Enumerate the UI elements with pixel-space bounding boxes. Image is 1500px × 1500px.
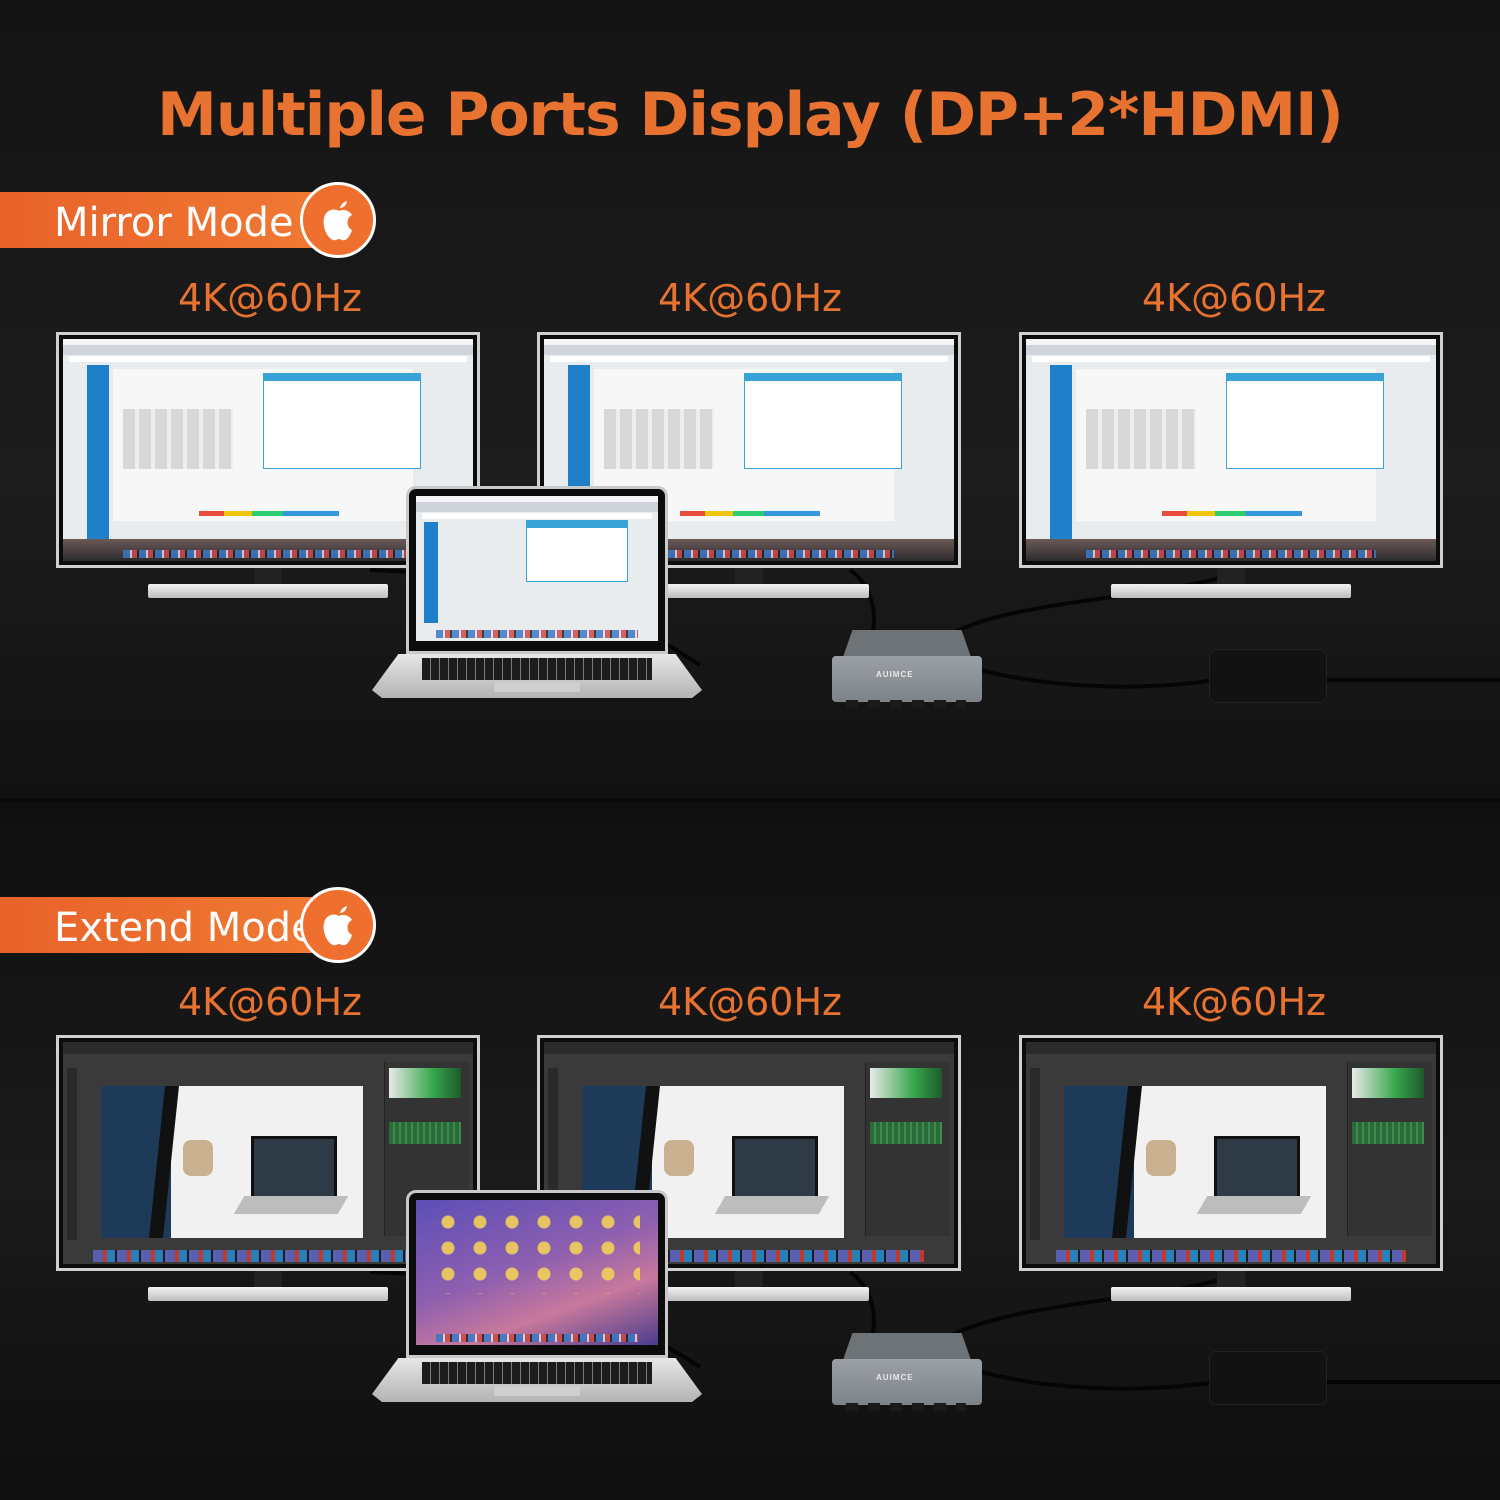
hub-ports (846, 1403, 966, 1411)
app-icons (440, 1214, 640, 1294)
power-adapter (1210, 1352, 1326, 1404)
dock (1056, 1250, 1406, 1262)
mode-label: Extend Mode (54, 905, 316, 951)
monitor-right (1019, 1035, 1443, 1305)
resolution-label-center: 4K@60Hz (658, 276, 842, 320)
macbook-laptop (372, 486, 702, 702)
macbook-laptop (372, 1190, 702, 1406)
hub-brand-label: AUIMCE (876, 670, 914, 679)
dock (1086, 550, 1376, 558)
docking-station: AUIMCE (832, 630, 982, 708)
hub-brand-label: AUIMCE (876, 1373, 914, 1382)
web-app-screen (63, 339, 473, 561)
page-title: Multiple Ports Display (DP+2*HDMI) (157, 80, 1344, 150)
resolution-label-left: 4K@60Hz (178, 276, 362, 320)
keyboard (422, 1362, 652, 1384)
power-adapter (1210, 650, 1326, 702)
docking-station: AUIMCE (832, 1333, 982, 1411)
dock (93, 1250, 443, 1262)
launchpad-screen (416, 1200, 658, 1345)
photoshop-screen (1026, 1042, 1436, 1264)
mode-banner: Mirror Mode (0, 192, 330, 248)
mode-banner: Extend Mode (0, 897, 330, 953)
monitor-center (537, 1035, 961, 1305)
resolution-label-right: 4K@60Hz (1142, 980, 1326, 1024)
trackpad (494, 1386, 580, 1396)
hub-ports (846, 700, 966, 708)
web-app-screen (1026, 339, 1436, 561)
apple-logo-icon (300, 887, 376, 963)
keyboard (422, 658, 652, 680)
dock (123, 550, 413, 558)
resolution-label-left: 4K@60Hz (178, 980, 362, 1024)
photoshop-screen (544, 1042, 954, 1264)
dock (436, 630, 638, 638)
dock (436, 1334, 638, 1342)
web-app-screen (416, 496, 658, 641)
resolution-label-center: 4K@60Hz (658, 980, 842, 1024)
mode-label: Mirror Mode (54, 200, 294, 246)
monitor-right (1019, 332, 1443, 602)
resolution-label-right: 4K@60Hz (1142, 276, 1326, 320)
apple-logo-icon (300, 182, 376, 258)
trackpad (494, 682, 580, 692)
section-divider (0, 798, 1500, 802)
dock (604, 550, 894, 558)
